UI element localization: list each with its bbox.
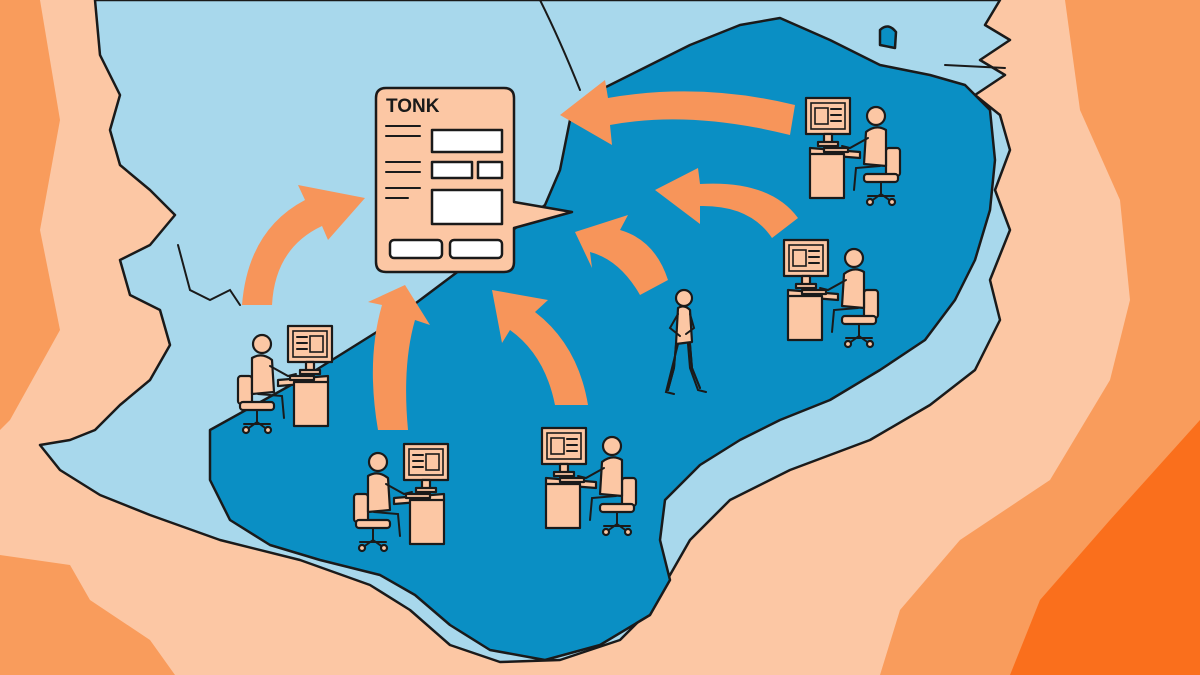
submission-arrow-2 (368, 285, 430, 430)
outer-region-right-dark (1010, 420, 1200, 675)
inlet-left (177, 244, 241, 306)
spit-right (944, 64, 1006, 69)
form-field-3 (476, 160, 504, 180)
form-button-right (448, 238, 504, 260)
island-top (878, 25, 898, 50)
form-title: TONK (386, 96, 440, 117)
submission-arrow-4 (575, 215, 668, 295)
outer-region-left (0, 0, 60, 430)
submission-arrow-1 (242, 185, 365, 305)
outer-region-right-mid (880, 0, 1200, 675)
submission-arrow-5 (655, 168, 798, 238)
spit-top (539, 0, 581, 91)
form-field-textarea (430, 188, 504, 226)
form-field-1 (430, 128, 504, 154)
submission-arrow-6 (560, 80, 795, 145)
form-field-2 (430, 160, 474, 180)
submission-arrow-3 (492, 290, 588, 405)
form-document-icon: TONK (374, 86, 574, 274)
outer-region-bottom-left (0, 555, 175, 675)
form-button-left (388, 238, 444, 260)
